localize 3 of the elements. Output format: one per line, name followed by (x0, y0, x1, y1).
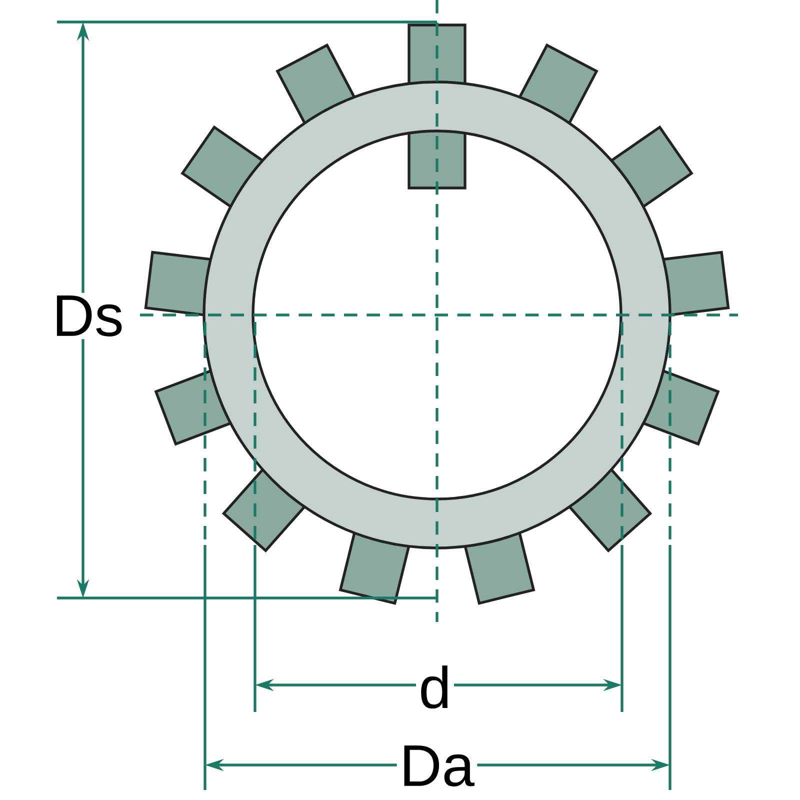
dimension-label: Ds (49, 292, 127, 340)
dimension-label: Da (396, 742, 478, 790)
dimension-label: d (416, 662, 454, 712)
